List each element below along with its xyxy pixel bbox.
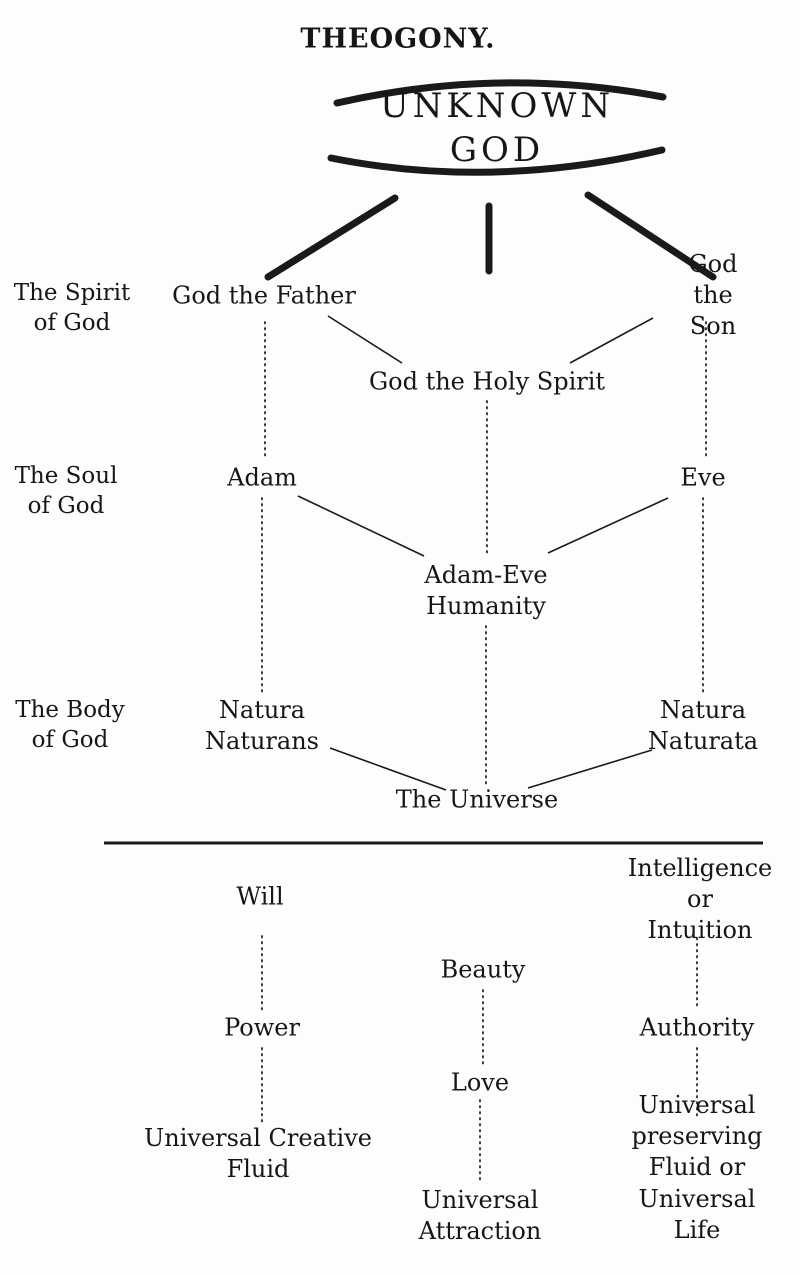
- side-label-body-of-god: The Body of God: [15, 697, 125, 753]
- node-the-universe: The Universe: [395, 785, 559, 814]
- son-to-holyspirit-line: [569, 317, 654, 364]
- node-universal-creative-fluid: Universal Creative Fluid: [144, 1123, 372, 1183]
- node-authority: Authority: [639, 1013, 755, 1042]
- node-god-the-son: God the Son: [688, 250, 738, 341]
- father-to-holyspirit-line: [327, 315, 403, 364]
- node-universal-preserving-fluid: Universal preserving Fluid or Universal …: [631, 1091, 763, 1244]
- node-god-the-father: God the Father: [172, 281, 356, 310]
- node-beauty: Beauty: [440, 955, 526, 984]
- node-adam: Adam: [227, 463, 297, 492]
- arc-top-line: [333, 79, 667, 107]
- node-adam-eve-humanity: Adam-Eve Humanity: [424, 560, 548, 620]
- eve-to-adameve-line: [547, 497, 669, 554]
- node-eve: Eve: [680, 463, 726, 492]
- naturans-to-universe-line: [329, 747, 447, 791]
- branch-right-line: [584, 191, 717, 281]
- node-will: Will: [236, 882, 284, 911]
- side-label-soul-of-god: The Soul of God: [14, 463, 118, 519]
- arc-bottom-line: [327, 146, 666, 176]
- node-god-the-holy-spirit: God the Holy Spirit: [368, 367, 606, 396]
- branch-left-line: [264, 194, 399, 281]
- node-power: Power: [224, 1013, 300, 1042]
- node-unknown-god: UNKNOWN GOD: [379, 85, 615, 170]
- page-title: THEOGONY.: [300, 23, 496, 55]
- node-universal-attraction: Universal Attraction: [418, 1185, 542, 1245]
- node-intelligence-or-intuition: Intelligence or Intuition: [627, 854, 773, 945]
- node-natura-naturans: Natura Naturans: [205, 695, 319, 755]
- adam-to-adameve-line: [297, 495, 425, 557]
- naturata-to-universe-line: [527, 749, 653, 789]
- side-label-spirit-of-god: The Spirit of God: [13, 280, 131, 336]
- node-love: Love: [450, 1068, 510, 1097]
- node-natura-naturata: Natura Naturata: [647, 695, 759, 755]
